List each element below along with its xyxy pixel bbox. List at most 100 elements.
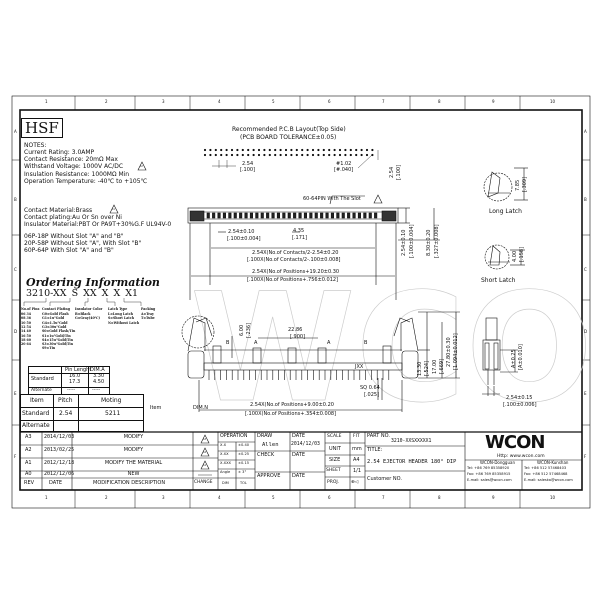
pcb-hole	[268, 153, 271, 157]
contact-pin	[276, 212, 281, 219]
projection-symbol: ⊕◁	[351, 480, 359, 485]
contact-pin	[212, 212, 216, 219]
tolerance-value: ±0.25	[238, 452, 250, 456]
date-label: DATE	[292, 452, 306, 458]
slot-line: 06P-18P Without Slot "A" and "B"	[24, 233, 124, 240]
frame-column-number: 3	[162, 495, 165, 500]
legend-header-color: Insulator Color	[75, 307, 103, 311]
frame-row-letter: F	[14, 454, 17, 459]
note-line: Withstand Voltage: 1000V AC/DC	[24, 163, 124, 170]
dim-label: [.100±0.006]	[503, 402, 537, 408]
pcb-hole	[360, 153, 363, 157]
office-tel: Tel: +86 769 85358920	[467, 466, 510, 470]
ordering-legend-item: T=Tube	[141, 316, 155, 321]
pcb-hole	[220, 148, 223, 152]
pcb-hole	[290, 153, 293, 157]
dim-label: 2.54X(No.of Positions+19.20±0.30	[252, 269, 340, 275]
sheet-label: SHEET	[326, 468, 341, 473]
ordering-legend-item: S1=1u"Gold/Tin	[42, 333, 71, 338]
slot-a-label: A	[327, 340, 331, 346]
pcb-hole	[322, 148, 325, 152]
frame-row-letter: F	[584, 454, 587, 459]
dim-label: [.171]	[292, 235, 308, 241]
tolerance-value: ±0.15	[238, 461, 250, 465]
ordering-legend-item: G1=1u"Gold	[42, 316, 65, 321]
frame-row-letter: E	[14, 391, 17, 396]
pcb-hole	[322, 153, 325, 157]
pcb-hole	[317, 153, 320, 157]
part-no-label: PART NO.	[367, 433, 390, 439]
customer-no-label: Customer NO.	[367, 476, 402, 482]
contact-pin	[314, 212, 318, 219]
note-line: Operation Temperature: -40℃ to +105℃	[24, 178, 148, 185]
note-line: Current Rating: 3.0AMP	[24, 149, 95, 156]
pcb-hole	[306, 148, 309, 152]
ordering-legend-item: 18 60	[21, 337, 31, 342]
frame-column-number: 2	[105, 495, 108, 500]
revision-triangles	[109, 161, 383, 470]
slot-b-label: B	[364, 340, 368, 346]
material-line: Contact plating:Au Or Sn over Ni	[24, 214, 122, 221]
dim-label: [.025]	[364, 392, 380, 398]
pcb-hole	[220, 153, 223, 157]
pcb-hole	[306, 153, 309, 157]
ordering-legend-item: S4=15u"Gold/Tin	[42, 337, 73, 342]
pcb-hole	[328, 153, 331, 157]
pcb-hole	[209, 148, 212, 152]
change-mark: A3	[203, 438, 207, 441]
size-value: A4	[353, 457, 360, 463]
dim-label: [.327±0.008]	[434, 224, 440, 258]
frame-row-letter: B	[14, 197, 17, 202]
legend-header-pins: No.of Pins	[21, 307, 40, 311]
ordering-legend-item: 20 64	[21, 342, 31, 347]
office-email[interactable]: E-mail: sales@wcon.com	[467, 478, 512, 482]
date-label: DATE	[292, 473, 306, 479]
company-url[interactable]: Http: www.wcon.com	[497, 453, 545, 459]
slot-a-label: A	[254, 340, 258, 346]
scale-value: FIT	[353, 434, 360, 439]
dim-label: [.100]	[240, 167, 256, 173]
dim-label: SQ 0.64	[360, 385, 380, 391]
ordering-legend-item: 12 54	[21, 324, 31, 329]
revision-mark: A2	[139, 165, 143, 168]
office-email[interactable]: E-mail: saleska@wcon.com	[524, 478, 573, 482]
short-latch-label: Short Latch	[481, 277, 516, 284]
ordering-legend-item: B=Black	[75, 312, 91, 316]
frame-column-number: 3	[162, 99, 165, 104]
pcb-hole	[214, 148, 217, 152]
office-name: WCON-Kunshan	[537, 460, 569, 465]
pcb-hole	[247, 148, 250, 152]
watermark: WCON	[190, 262, 600, 436]
pcb-hole	[295, 153, 298, 157]
pcb-hole	[230, 153, 234, 157]
pcb-hole	[355, 153, 358, 157]
contact-pin	[309, 212, 313, 219]
rev-date: 2012/12/06	[44, 471, 75, 477]
pcb-hole	[263, 153, 266, 157]
dim-label: A±0.25	[511, 349, 517, 368]
pin-table-cell: -----	[92, 388, 101, 393]
item-table-cell: Standard	[22, 410, 50, 417]
dim-label: [.236]	[246, 322, 252, 338]
ordering-legend-item: G4=1.5u"Gold	[42, 320, 68, 325]
dim-label: 6.00	[239, 324, 245, 336]
ordering-legend-item: L=Long Latch	[108, 312, 133, 316]
contact-pin	[320, 212, 324, 219]
slot-line: 20P-58P Without Slot "A", With Slot "B"	[24, 240, 142, 247]
rev-cell: A3	[25, 434, 32, 440]
end-view	[482, 317, 518, 396]
ordering-legend-item: A=Tray	[141, 312, 154, 316]
frame-row-letter: B	[584, 197, 587, 202]
pcb-hole	[225, 153, 228, 157]
tolerance-value: ± 3°	[238, 470, 247, 474]
tolerance-title: OPERATION	[220, 434, 248, 439]
pin-table-header: Pin Lenght	[65, 367, 92, 373]
pcb-hole	[333, 148, 336, 152]
pin-table-cell: 16.0	[69, 373, 81, 379]
frame-column-number: 4	[218, 495, 221, 500]
dim-label: [.100X(No.of Contacts/2-.100±0.008]	[247, 257, 341, 263]
part-no: 3210-XXSXXXXX1	[391, 439, 432, 444]
dim-label: [.100±0.004]	[227, 236, 261, 242]
frame-row-letter: A	[14, 129, 17, 134]
pin-table-row-label: Alternate	[31, 388, 52, 393]
